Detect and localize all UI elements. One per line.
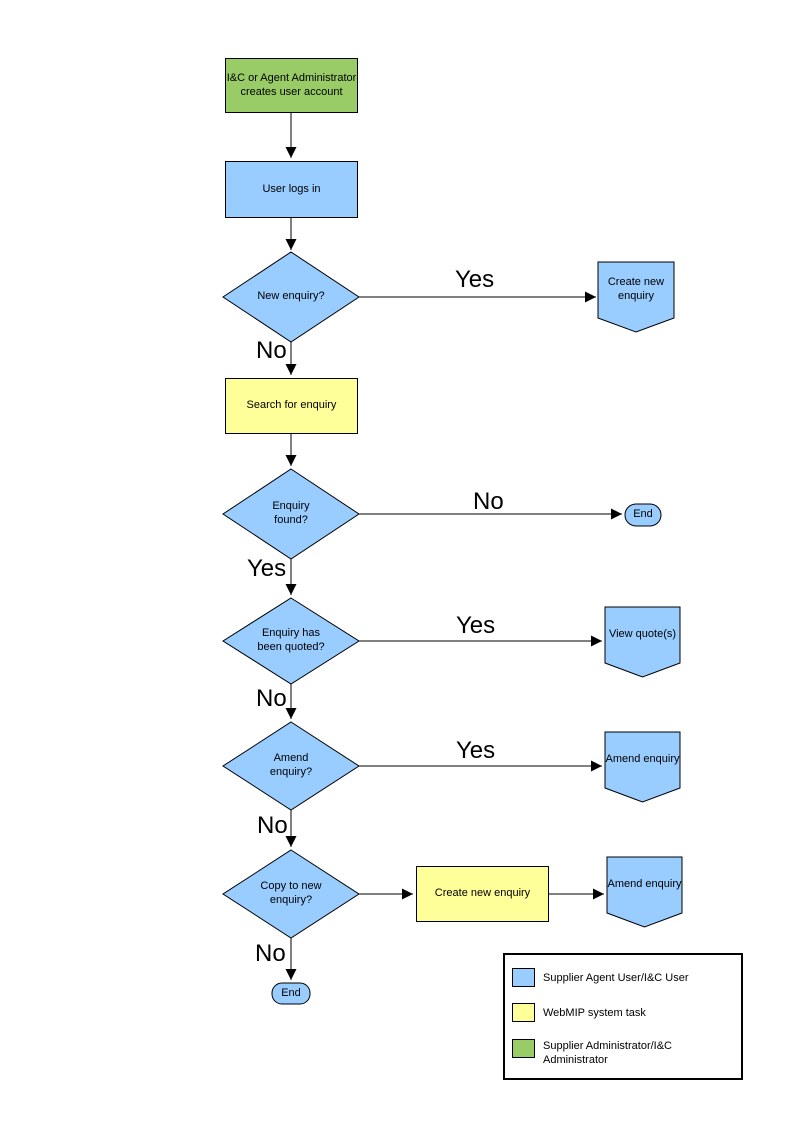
decision-new-enquiry: [222, 251, 360, 343]
edge-label-no-quoted: No: [256, 685, 287, 712]
process-user-logs-in: User logs in: [225, 161, 358, 218]
process-create-new-enquiry: Create new enquiry: [416, 866, 549, 922]
edge-label-no-enquiry-found: No: [473, 488, 504, 515]
process-admin-creates-account: I&C or Agent Administrator creates user …: [225, 58, 358, 113]
edge-label-yes-enquiry-found: Yes: [247, 555, 287, 582]
offpage-create-new-enquiry: [597, 261, 675, 333]
legend-label-system: WebMIP system task: [543, 1007, 646, 1019]
decision-enquiry-found: [222, 468, 360, 560]
process-label: Search for enquiry: [246, 399, 337, 412]
legend-swatch-admin: [512, 1039, 535, 1058]
decision-copy-to-new-enquiry: [222, 849, 360, 939]
decision-enquiry-quoted: [222, 597, 360, 685]
edge-label-no-amend: No: [257, 812, 288, 839]
edge-label-yes-amend: Yes: [456, 737, 496, 764]
offpage-view-quotes: [604, 606, 681, 678]
process-label: Create new enquiry: [434, 887, 531, 900]
decision-amend-enquiry: [222, 721, 360, 811]
process-label: User logs in: [262, 182, 321, 195]
process-label: I&C or Agent Administrator creates user …: [226, 71, 357, 98]
legend-swatch-system: [512, 1003, 535, 1022]
offpage-amend-enquiry-2: [606, 856, 683, 928]
terminator-end-2: [271, 982, 311, 1005]
offpage-amend-enquiry-1: [604, 731, 681, 803]
legend-label-actor: Supplier Agent User/I&C User: [543, 972, 689, 984]
process-search-for-enquiry: Search for enquiry: [225, 378, 358, 434]
terminator-end-1: [624, 503, 662, 527]
edge-label-yes-new-enquiry: Yes: [455, 266, 495, 293]
connectors: [285, 112, 622, 980]
edge-label-no-new-enquiry: No: [256, 337, 287, 364]
edge-label-yes-quoted: Yes: [456, 612, 496, 639]
legend-box: Supplier Agent User/I&C User WebMIP syst…: [503, 953, 743, 1080]
legend-label-admin: Supplier Administrator/I&C Administrator: [543, 1040, 672, 1067]
edge-label-no-copy: No: [255, 940, 286, 967]
legend-swatch-actor: [512, 968, 535, 987]
